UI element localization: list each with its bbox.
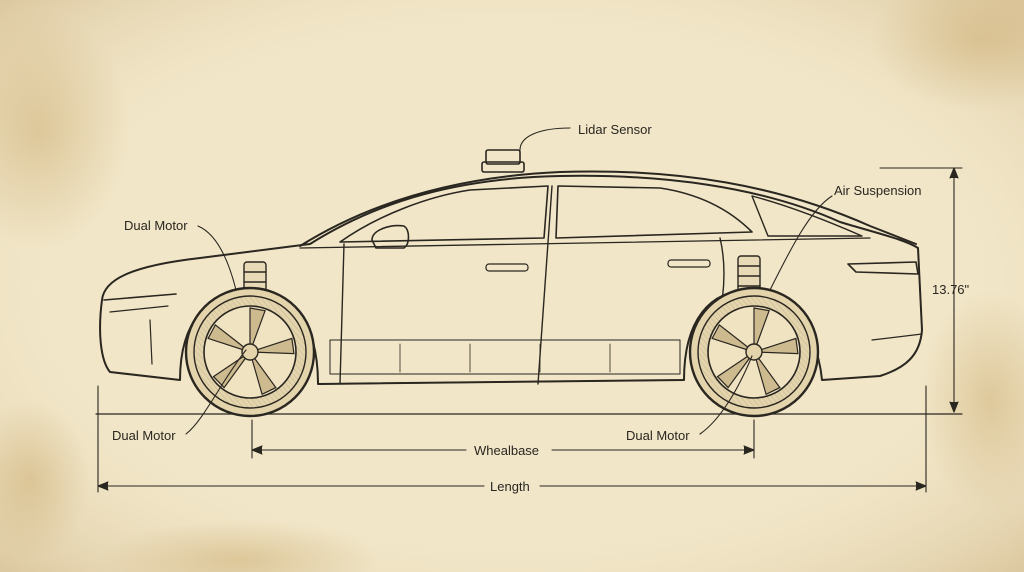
leader-lines [185,127,833,435]
front-wheel [184,286,316,418]
rear-wheel [688,286,820,418]
dimension-lines [97,167,963,493]
lidar-sensor-label: Lidar Sensor [578,122,652,137]
lidar-sensor-unit [481,149,525,173]
dual-motor-front-top-label: Dual Motor [124,218,188,233]
length-label: Length [490,479,530,494]
dual-motor-front-bottom-leader [185,349,247,435]
dual-motor-rear-label: Dual Motor [626,428,690,443]
wheels [184,286,820,418]
air-suspension-label: Air Suspension [834,183,921,198]
lidar-leader [519,127,571,151]
dual-motor-front-top-leader [197,225,237,291]
air-suspension-leader [769,195,833,291]
height-dimension-label: 13.76" [932,282,970,297]
wheelbase-label: Whealbase [474,443,539,458]
dual-motor-rear-leader [699,355,753,435]
dual-motor-front-bottom-label: Dual Motor [112,428,176,443]
